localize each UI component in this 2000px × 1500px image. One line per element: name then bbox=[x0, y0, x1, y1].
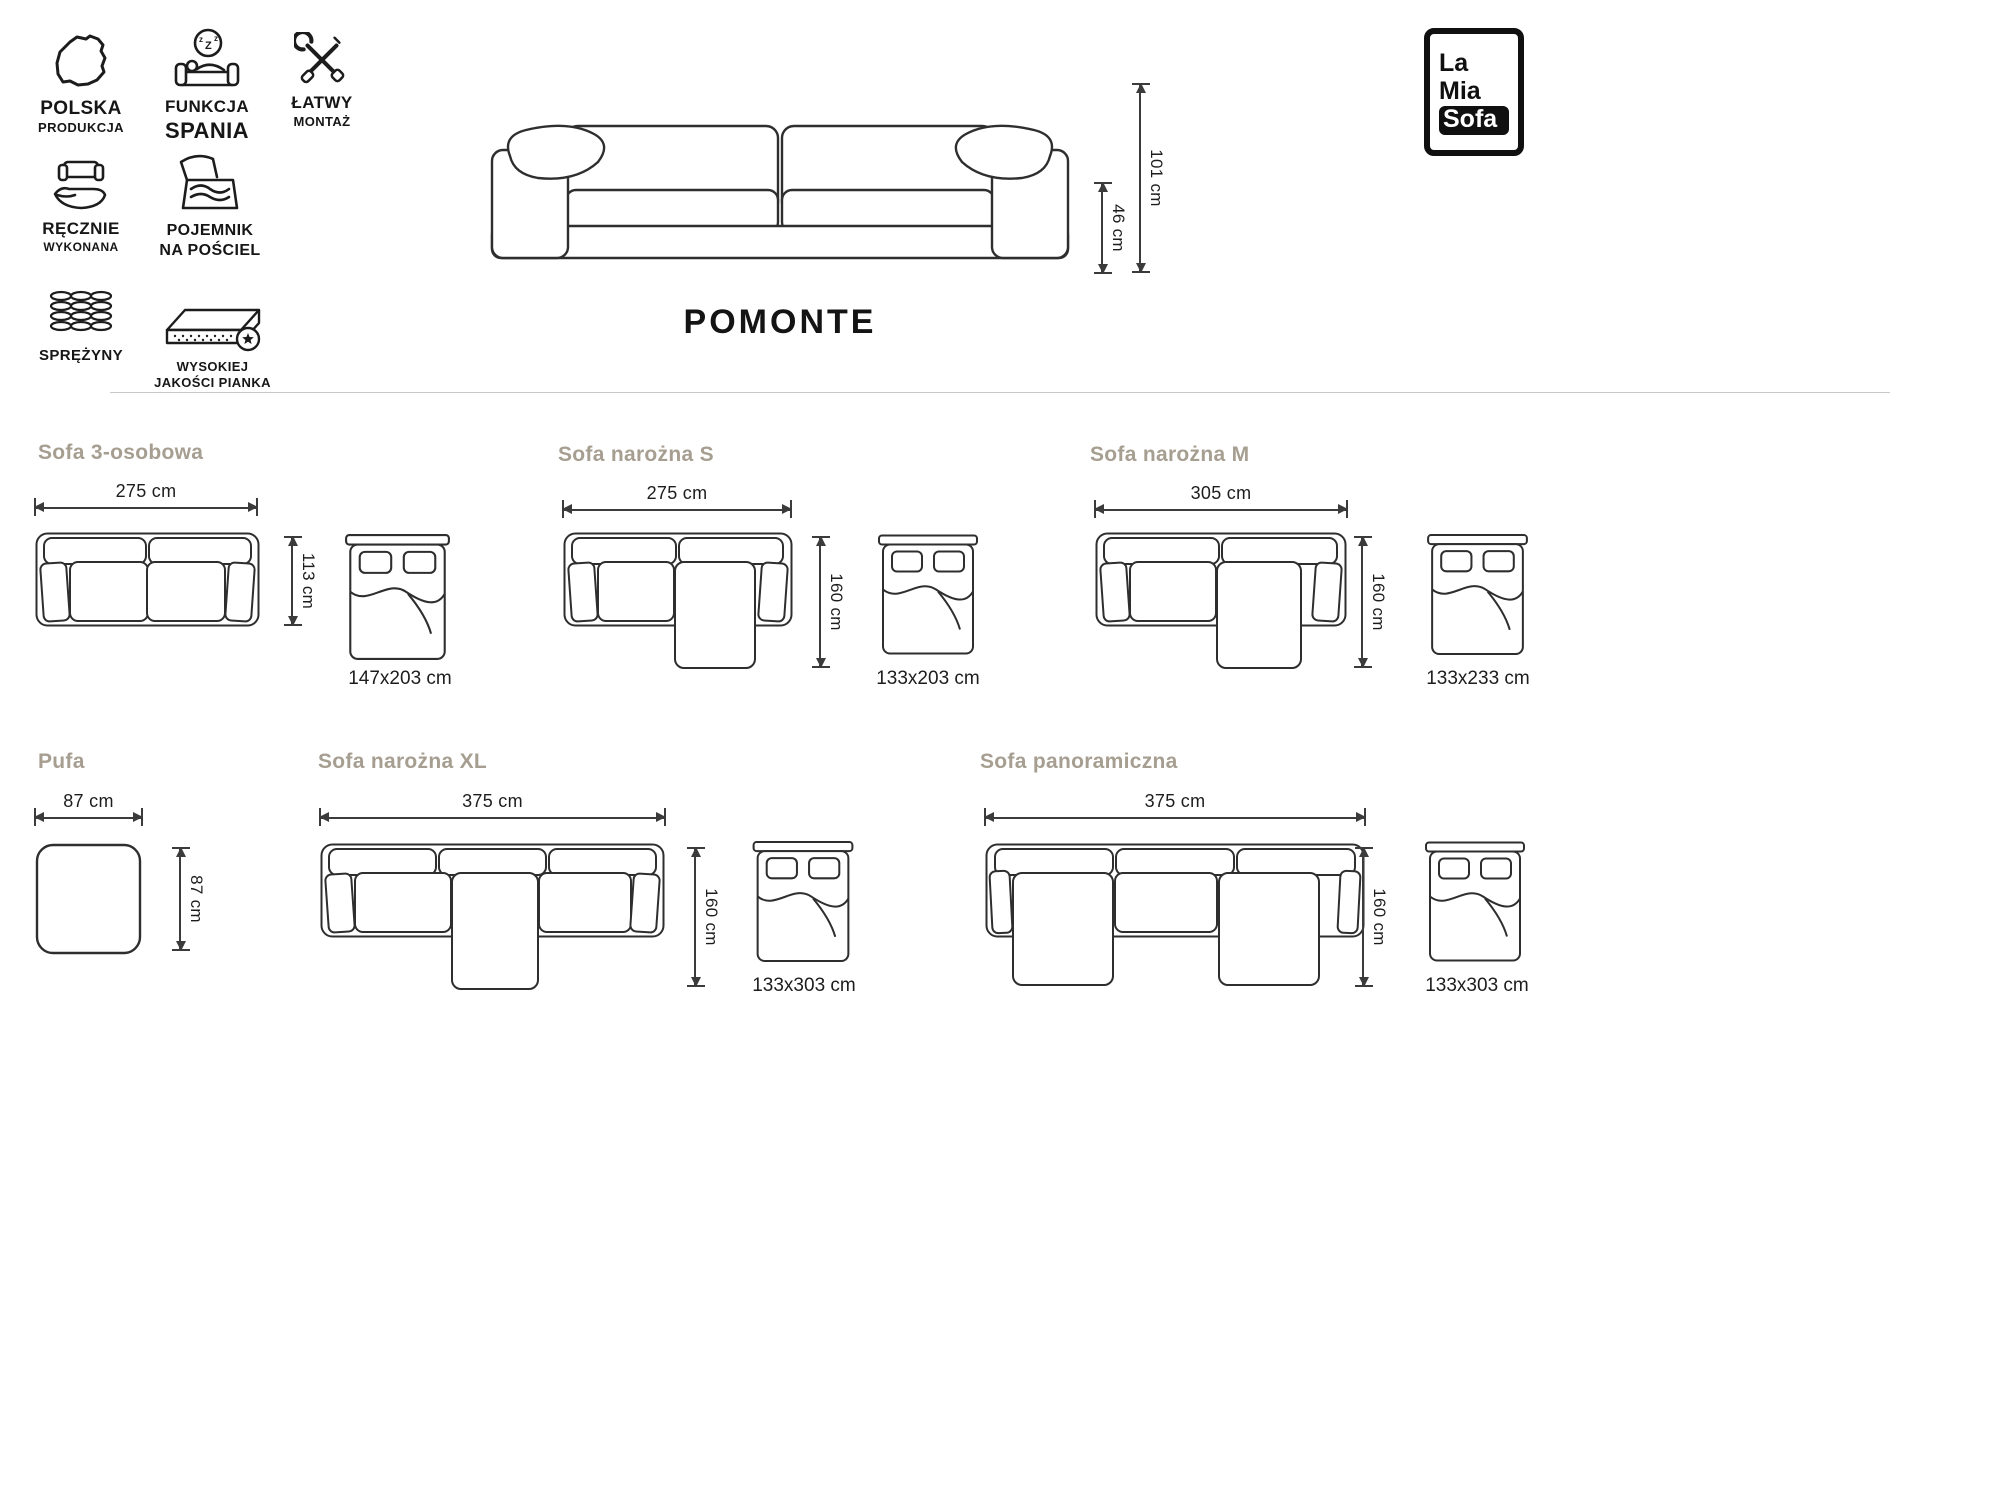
feature-sublabel: MONTAŻ bbox=[293, 113, 351, 129]
bed-size-label: 133x303 cm bbox=[1425, 975, 1529, 996]
variant-title: Pufa bbox=[38, 750, 85, 773]
variant-title: Sofa 3-osobowa bbox=[38, 441, 204, 464]
feature-latwy-montaz: ŁATWY MONTAŻ bbox=[272, 32, 372, 130]
corner-sofa-top-view bbox=[563, 532, 793, 669]
feature-label: ŁATWY bbox=[291, 93, 353, 112]
springs-icon bbox=[49, 290, 113, 332]
svg-text:z: z bbox=[199, 35, 203, 44]
dimension-arrow bbox=[1094, 500, 1348, 518]
bed-size-label: 133x203 cm bbox=[876, 668, 980, 689]
bed-size-label: 133x233 cm bbox=[1426, 668, 1530, 689]
feature-label: RĘCZNIE bbox=[42, 219, 120, 238]
poland-map-icon bbox=[55, 34, 107, 87]
dimension-tick bbox=[1094, 182, 1112, 184]
dimension-arrow bbox=[1094, 182, 1112, 274]
width-label: 305 cm bbox=[1190, 483, 1252, 503]
feature-funkcja-spania: z Z z FUNKCJA SPANIA bbox=[148, 28, 266, 145]
dimension-arrow bbox=[812, 536, 830, 668]
section-divider bbox=[110, 392, 1890, 393]
logo-line-mia: Mia bbox=[1439, 76, 1481, 105]
width-label: 375 cm bbox=[1144, 791, 1206, 811]
depth-label: 87 cm bbox=[187, 875, 206, 923]
dimension-arrow bbox=[687, 847, 705, 987]
logo-line-la: La bbox=[1439, 48, 1469, 77]
depth-label: 113 cm bbox=[299, 552, 318, 610]
feature-polska-produkcja: POLSKA PRODUKCJA bbox=[22, 30, 140, 136]
feature-wysokiej-jakosci-pianka: WYSOKIEJ JAKOŚCI PIANKA bbox=[140, 298, 285, 391]
depth-label: 160 cm bbox=[1369, 573, 1388, 631]
variant-title: Sofa panoramiczna bbox=[980, 750, 1178, 773]
bed-top-view-icon bbox=[1425, 841, 1525, 962]
logo-line-sofa: Sofa bbox=[1439, 105, 1509, 135]
dimension-arrow bbox=[284, 536, 302, 626]
feature-sublabel: WYKONANA bbox=[43, 239, 119, 254]
bed-size-label: 147x203 cm bbox=[348, 668, 452, 689]
feature-sublabel: JAKOŚCI PIANKA bbox=[154, 374, 271, 390]
variant-title: Sofa narożna XL bbox=[318, 750, 488, 773]
width-label: 87 cm bbox=[63, 791, 114, 811]
feature-sprezyny: SPRĘŻYNY bbox=[22, 286, 140, 365]
sofa-top-view bbox=[35, 532, 260, 627]
corner-sofa-xl-top-view bbox=[320, 843, 665, 990]
product-title: POMONTE bbox=[683, 303, 877, 341]
feature-label: WYSOKIEJ bbox=[176, 359, 249, 374]
seat-height-label: 46 cm bbox=[1109, 204, 1128, 252]
feature-sublabel: SPANIA bbox=[165, 117, 249, 143]
bed-top-view-icon bbox=[752, 841, 854, 962]
dimension-arrow bbox=[984, 808, 1366, 826]
panoramic-sofa-top-view bbox=[985, 843, 1365, 986]
dimension-arrow bbox=[319, 808, 666, 826]
dimension-arrow bbox=[1354, 536, 1372, 668]
sleep-function-icon: z Z z bbox=[174, 28, 240, 87]
width-label: 375 cm bbox=[462, 791, 523, 811]
dimension-arrow bbox=[172, 847, 190, 951]
dimension-arrow bbox=[1132, 83, 1150, 273]
dimension-tick bbox=[1132, 83, 1150, 85]
dimension-arrow bbox=[562, 500, 792, 518]
dimension-arrow bbox=[1355, 847, 1373, 987]
handmade-icon bbox=[53, 160, 107, 210]
depth-label: 160 cm bbox=[702, 888, 721, 946]
pouf-top-view bbox=[35, 843, 142, 955]
depth-label: 160 cm bbox=[1370, 888, 1389, 946]
sofa-front-view bbox=[490, 124, 1070, 260]
width-label: 275 cm bbox=[646, 483, 708, 503]
dimension-tick bbox=[1094, 272, 1112, 274]
width-label: 275 cm bbox=[115, 481, 177, 501]
dimension-arrow bbox=[34, 498, 258, 516]
feature-label: POLSKA bbox=[40, 98, 122, 119]
dimension-arrow bbox=[34, 808, 143, 826]
bed-size-label: 133x303 cm bbox=[752, 975, 856, 996]
feature-label: SPRĘŻYNY bbox=[38, 347, 124, 364]
height-label: 101 cm bbox=[1147, 149, 1166, 207]
feature-pojemnik-na-posciel: POJEMNIK NA POŚCIEL bbox=[146, 150, 274, 260]
bed-top-view-icon bbox=[1427, 534, 1528, 655]
dimension-tick bbox=[1132, 271, 1150, 273]
svg-text:z: z bbox=[214, 34, 218, 43]
corner-sofa-top-view bbox=[1095, 532, 1347, 669]
bedding-storage-icon bbox=[179, 154, 239, 210]
feature-label: POJEMNIK bbox=[166, 222, 254, 239]
feature-label: FUNKCJA bbox=[164, 97, 250, 116]
svg-text:Z: Z bbox=[205, 40, 212, 52]
feature-sublabel: PRODUKCJA bbox=[38, 120, 124, 136]
depth-label: 160 cm bbox=[827, 573, 846, 631]
foam-quality-icon bbox=[165, 308, 260, 352]
feature-recznie-wykonana: RĘCZNIE WYKONANA bbox=[22, 156, 140, 254]
variant-title: Sofa narożna M bbox=[1090, 443, 1250, 466]
variant-title: Sofa narożna S bbox=[558, 443, 714, 466]
bed-top-view-icon bbox=[345, 534, 450, 660]
assembly-tools-icon bbox=[294, 32, 345, 84]
brand-logo: La Mia Sofa bbox=[1424, 28, 1524, 156]
bed-top-view-icon bbox=[878, 534, 978, 655]
feature-sublabel: NA POŚCIEL bbox=[159, 241, 261, 259]
